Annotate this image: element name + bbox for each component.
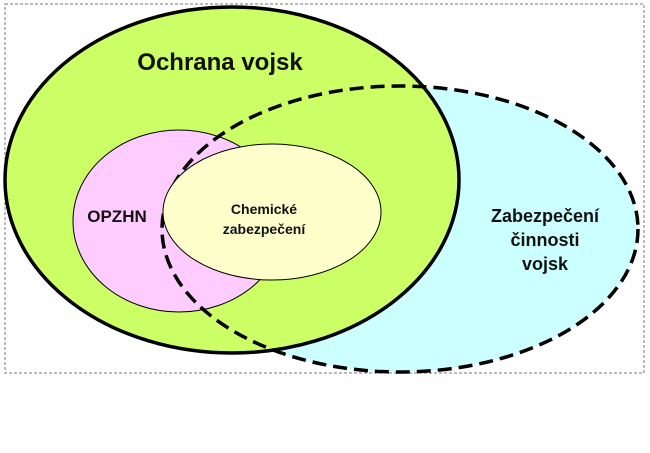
zabezpeceni-label-line1: Zabezpečení <box>491 206 600 226</box>
chemicke-label-line1: Chemické <box>231 201 297 217</box>
chemicke-ellipse <box>162 143 382 281</box>
ochrana-ellipse-outline <box>3 5 461 355</box>
zabezpeceni-label-line2: činnosti <box>510 230 579 250</box>
opzhn-label: OPZHN <box>87 207 147 226</box>
zabezpeceni-label-line3: vojsk <box>522 254 569 274</box>
ochrana-label: Ochrana vojsk <box>137 49 303 76</box>
zabezpeceni-ellipse-outline <box>160 84 640 374</box>
chemicke-label-line2: zabezpečení <box>223 221 307 237</box>
